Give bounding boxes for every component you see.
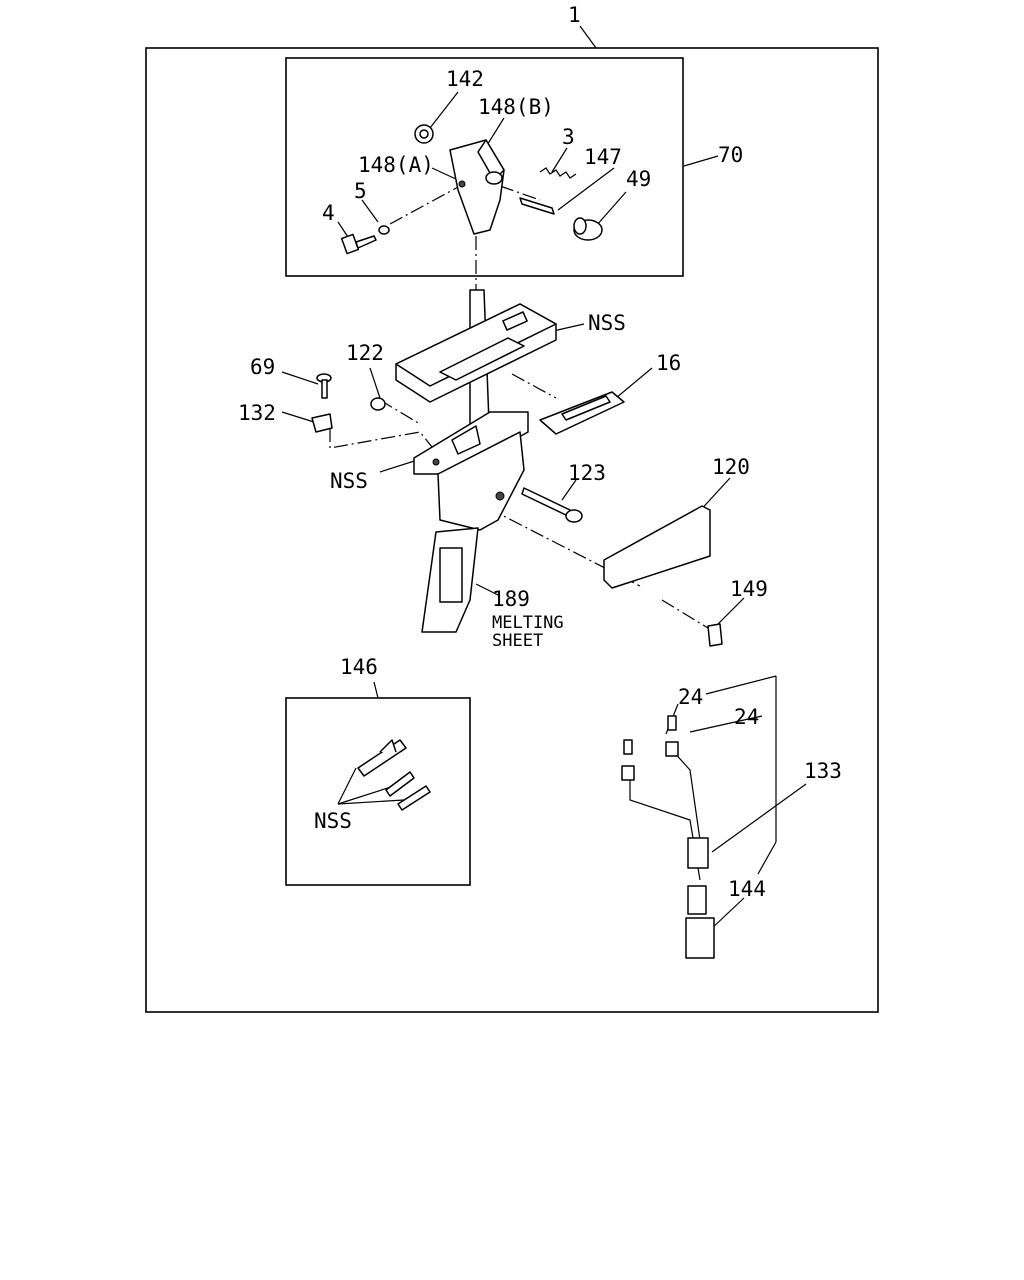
nut-clip-132	[311, 413, 333, 433]
label-69: 69	[250, 355, 275, 379]
label-148a: 148(A)	[358, 153, 434, 177]
label-70: 70	[718, 143, 743, 167]
label-nss-cover: NSS	[588, 311, 626, 335]
label-5: 5	[354, 179, 367, 203]
label-133: 133	[804, 759, 842, 783]
label-122: 122	[346, 341, 384, 365]
lock-plate	[519, 197, 555, 215]
label-4: 4	[322, 201, 335, 225]
washer	[378, 225, 390, 235]
indicator-cover	[395, 303, 557, 403]
label-24-upper: 24	[678, 685, 703, 709]
spring	[539, 167, 577, 179]
shift-knob	[449, 139, 505, 235]
cover-120	[603, 505, 711, 589]
label-49: 49	[626, 167, 651, 191]
kit-screws	[385, 771, 431, 811]
indicator-panel	[539, 391, 625, 435]
melting-sheet	[439, 547, 463, 603]
screw-69	[316, 373, 332, 399]
label-189: 189	[492, 587, 530, 611]
label-144: 144	[728, 877, 766, 901]
nut-122	[370, 397, 386, 411]
label-132: 132	[238, 401, 276, 425]
alignment-lines	[329, 185, 709, 629]
label-1: 1	[568, 3, 581, 27]
knob-screw	[340, 233, 377, 255]
label-148b: 148(B)	[478, 95, 554, 119]
label-146: 146	[340, 655, 378, 679]
label-3: 3	[562, 125, 575, 149]
label-120: 120	[712, 455, 750, 479]
shift-bracket	[413, 411, 529, 531]
label-melting-sheet-1: MELTING	[492, 613, 564, 633]
label-123: 123	[568, 461, 606, 485]
label-149: 149	[730, 577, 768, 601]
kit-bracket	[357, 739, 407, 777]
label-melting-sheet-2: SHEET	[492, 631, 543, 651]
label-nss-kit: NSS	[314, 809, 352, 833]
bolt-123	[521, 487, 583, 523]
label-16: 16	[656, 351, 681, 375]
assembly-frame	[145, 47, 879, 1013]
knob-button	[414, 124, 434, 144]
wire-harness	[621, 715, 715, 959]
label-nss-bracket: NSS	[330, 469, 368, 493]
clip-149	[707, 623, 723, 647]
label-147: 147	[584, 145, 622, 169]
label-24-lower: 24	[734, 705, 759, 729]
knob-subassembly-frame	[285, 57, 684, 277]
callout-labels: 1 142 148(B) 148(A) 3 147 70 5 49 4 NSS …	[238, 3, 842, 901]
knob-cap	[573, 217, 603, 241]
label-142: 142	[446, 67, 484, 91]
